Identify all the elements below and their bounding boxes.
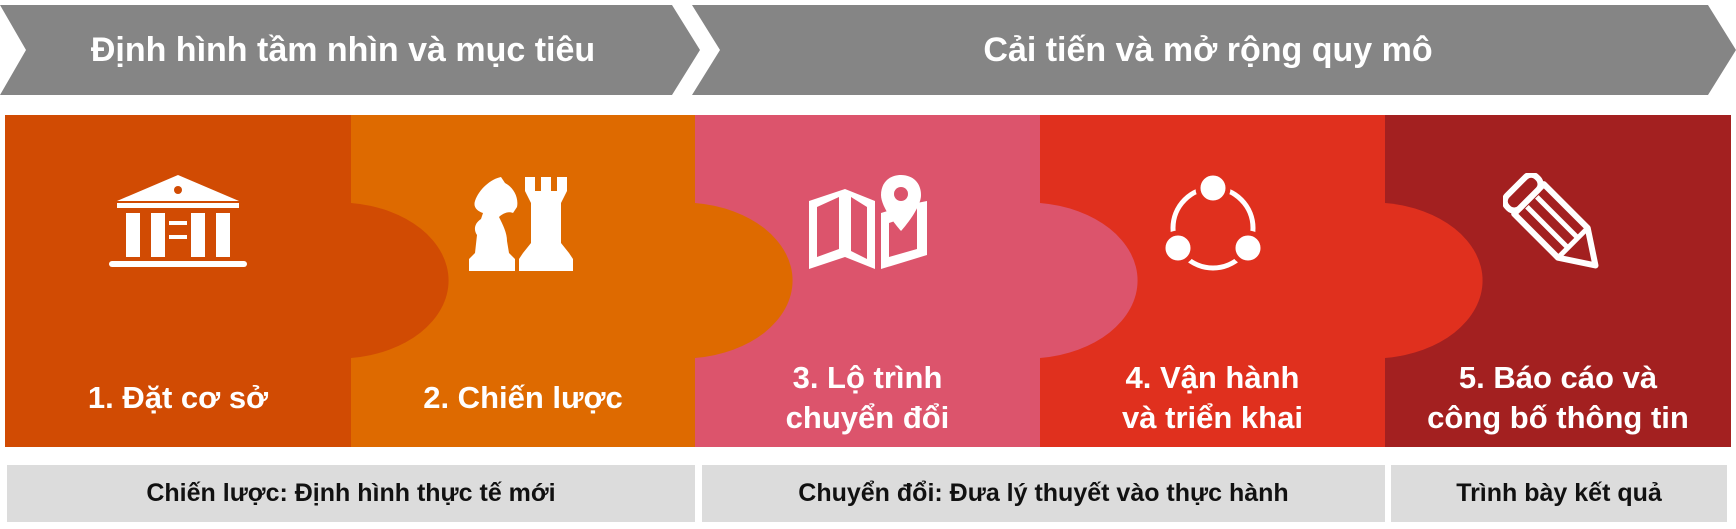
map-pin-icon	[808, 175, 927, 269]
step-3-label: 3. Lộ trình chuyển đổi	[785, 360, 950, 435]
puzzle-tab-3	[1040, 203, 1138, 358]
puzzle-process: 1. Đặt cơ sở 2. Chiến lược 3. Lộ trình c…	[5, 115, 1731, 447]
step-5: 5. Báo cáo và công bố thông tin	[1385, 115, 1731, 447]
footer-transformation-label: Chuyển đổi: Đưa lý thuyết vào thực hành	[798, 479, 1289, 507]
cycle-nodes-icon	[1160, 173, 1265, 271]
footer-strategy: Chiến lược: Định hình thực tế mới	[7, 465, 695, 522]
phase-banner-vision-label: Định hình tầm nhìn và mục tiêu	[90, 30, 596, 69]
step-1: 1. Đặt cơ sở	[5, 115, 351, 447]
footer-transformation: Chuyển đổi: Đưa lý thuyết vào thực hành	[702, 465, 1385, 522]
puzzle-background	[5, 115, 1731, 447]
puzzle-piece-1	[5, 115, 351, 447]
puzzle-tab-1	[351, 203, 449, 358]
step-2: 2. Chiến lược	[351, 115, 695, 447]
puzzle-tab-2	[695, 203, 793, 358]
step-2-label: 2. Chiến lược	[423, 380, 623, 415]
step-3: 3. Lộ trình chuyển đổi	[695, 115, 1040, 447]
bank-icon	[109, 175, 247, 267]
phase-banner-scale: Cải tiến và mở rộng quy mô	[692, 5, 1736, 95]
phase-banner-vision: Định hình tầm nhìn và mục tiêu	[0, 5, 700, 95]
footer-results: Trình bày kết quả	[1391, 465, 1727, 522]
puzzle-tab-4	[1385, 203, 1483, 358]
step-5-label: 5. Báo cáo và công bố thông tin	[1427, 360, 1689, 435]
step-1-label: 1. Đặt cơ sở	[87, 380, 269, 415]
pencil-icon	[1503, 173, 1599, 269]
footer-results-label: Trình bày kết quả	[1456, 479, 1662, 507]
step-4: 4. Vận hành và triển khai	[1040, 115, 1385, 447]
chess-pieces-icon	[469, 177, 573, 271]
phase-banner-scale-label: Cải tiến và mở rộng quy mô	[983, 30, 1433, 69]
step-4-label: 4. Vận hành và triển khai	[1122, 360, 1303, 435]
footer-strategy-label: Chiến lược: Định hình thực tế mới	[146, 479, 556, 507]
